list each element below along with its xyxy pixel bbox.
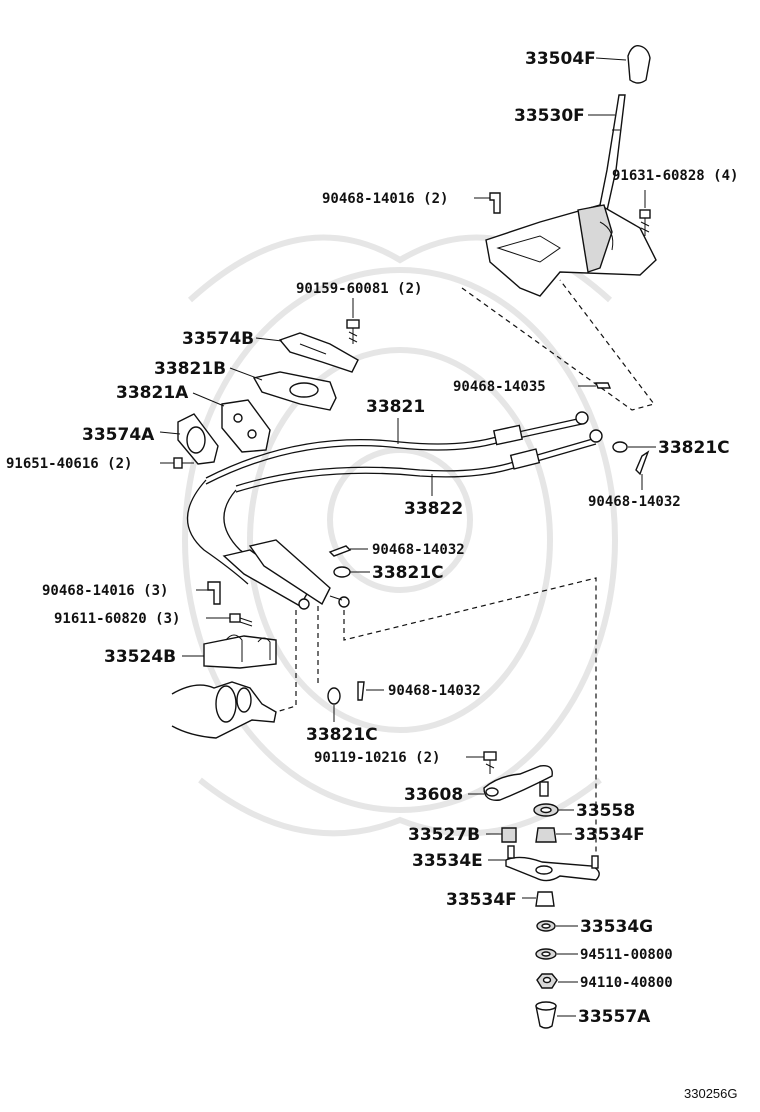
label-33534G: 33534G [580,917,653,937]
label-33821C-upper: 33821C [658,438,730,458]
label-33557A: 33557A [578,1007,651,1027]
label-33527B: 33527B [408,825,480,845]
bracket-33821B[interactable] [252,371,337,411]
label-90468-14032-right: 90468-14032 [588,494,681,510]
leader-33574B [255,337,283,342]
retainer-33574B[interactable] [278,332,359,373]
label-33821C-middle: 33821C [372,563,444,583]
label-90159-60081: 90159-60081 (2) [296,281,422,297]
label-33574A: 33574A [82,425,155,445]
bolt-90159-60081[interactable] [346,319,360,344]
reference-dashed-line-left [275,610,297,713]
bolt-91611-60820[interactable] [229,613,253,627]
label-91611-60820: 91611-60820 (3) [54,611,180,627]
leader-33821A [192,392,225,407]
bushing-33534F-lower[interactable] [535,891,555,907]
bolt-91631-60828[interactable] [639,209,651,236]
label-33534E: 33534E [412,851,483,871]
label-91631-60828: 91631-60828 (4) [612,168,738,184]
label-33608: 33608 [404,785,463,805]
bolt-90119-10216[interactable] [483,751,497,774]
label-33821B: 33821B [154,359,226,379]
label-33530F: 33530F [514,106,585,126]
nut-94110-40800[interactable] [536,973,558,989]
grommet-33574A[interactable] [177,413,219,465]
clip-90468-14035[interactable] [594,382,612,389]
label-90468-14032-middle: 90468-14032 [372,542,465,558]
label-33524B: 33524B [104,647,176,667]
transmission-cable-bracket [171,681,277,739]
label-33821C-lower: 33821C [306,725,378,745]
label-33558: 33558 [576,801,635,821]
label-33534F-lower: 33534F [446,890,517,910]
label-33821A: 33821A [116,383,189,403]
shift-knob-33504F[interactable] [627,45,651,84]
label-90468-14016-2: 90468-14016 (2) [322,191,448,207]
label-94110-40800: 94110-40800 [580,975,673,991]
label-90119-10216: 90119-10216 (2) [314,750,440,766]
clip-90468-14032-lower[interactable] [357,681,365,701]
clip-90468-14016-upper[interactable] [489,192,501,214]
leader-33574A [159,431,181,435]
washer-33821C-upper[interactable] [612,441,628,453]
label-90468-14016-3: 90468-14016 (3) [42,583,168,599]
bushing-33527B[interactable] [501,827,517,843]
clip-90468-14016-lower[interactable] [207,581,221,605]
washer-33534G[interactable] [536,920,556,932]
washer-94511-00800[interactable] [535,948,557,960]
diagram-number: 330256G [684,1086,738,1101]
label-90468-14035: 90468-14035 [453,379,546,395]
shift-lever-33530F[interactable] [597,94,626,216]
label-33574B: 33574B [182,329,254,349]
cable-33821[interactable] [186,411,589,585]
washer-33821C-lower[interactable] [327,687,341,705]
reference-dashed-line-upper [461,279,656,411]
clip-90468-14032-right[interactable] [635,450,650,476]
leader-33504F [595,57,627,61]
lever-33608[interactable] [483,765,553,801]
bushing-33534F-upper[interactable] [535,827,557,843]
washer-33821C-middle[interactable] [333,566,351,578]
label-90468-14032-lower: 90468-14032 [388,683,481,699]
label-33504F: 33504F [525,49,596,69]
leader-33821B [229,367,263,381]
label-33821: 33821 [366,397,425,417]
plate-33821A[interactable] [221,399,271,453]
label-33534F-upper: 33534F [574,825,645,845]
label-91651-40616: 91651-40616 (2) [6,456,132,472]
clip-90468-14032-middle[interactable] [328,545,352,557]
cap-33557A[interactable] [535,1001,557,1029]
cable-adjuster-ends[interactable] [222,539,350,610]
label-33822: 33822 [404,499,463,519]
watermark-emblem [182,234,618,837]
label-94511-00800: 94511-00800 [580,947,673,963]
bracket-33524B[interactable] [203,634,277,669]
shift-lever-housing[interactable] [485,204,657,297]
lever-33534E[interactable] [505,845,600,882]
washer-33558[interactable] [533,803,559,817]
